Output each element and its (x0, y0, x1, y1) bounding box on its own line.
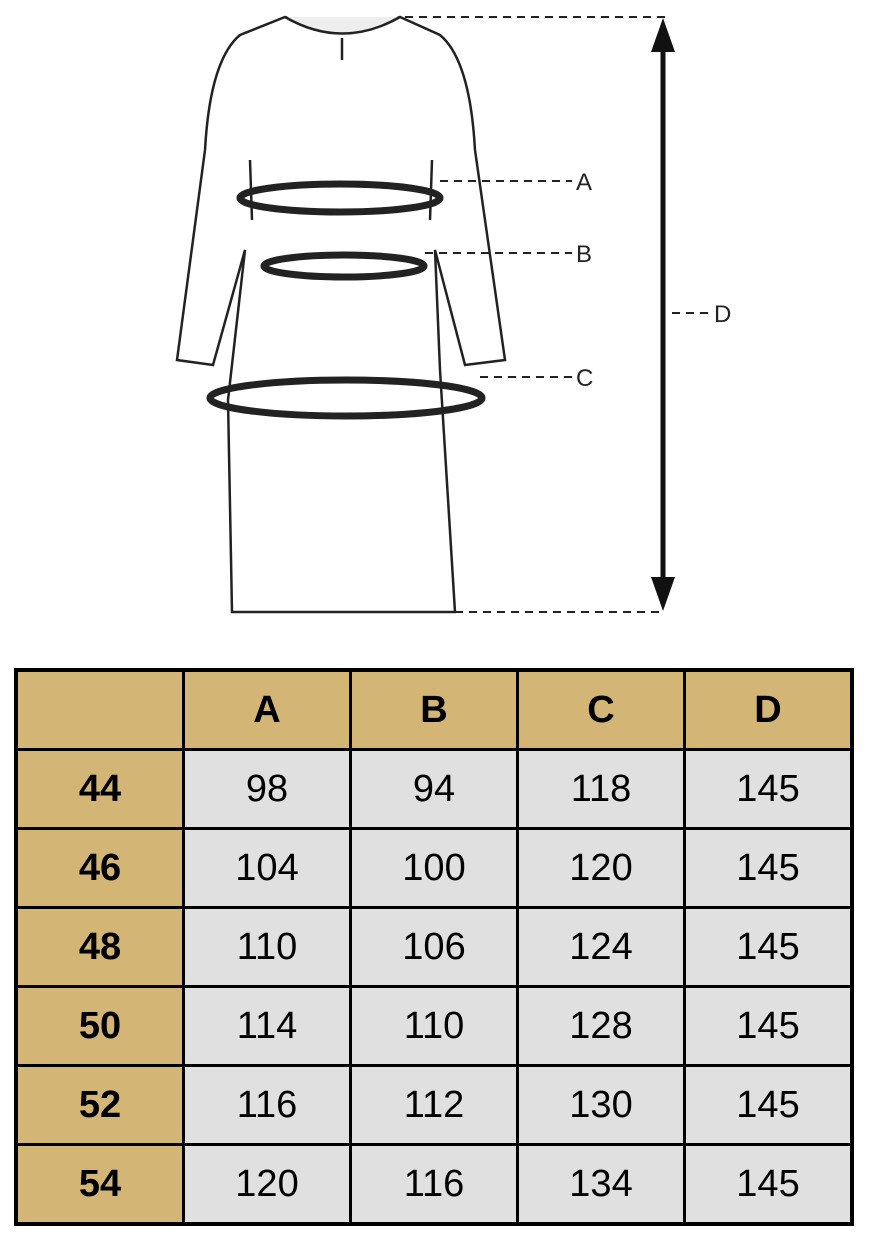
dress-measurement-sketch: A B C D (175, 15, 731, 614)
measurement-cell: 134 (516, 1143, 686, 1226)
measurement-cell: 120 (516, 827, 686, 909)
measurement-cell: 94 (349, 748, 519, 830)
measurement-cell: 110 (182, 906, 352, 988)
measurement-cell: 116 (349, 1143, 519, 1226)
size-cell: 54 (14, 1143, 185, 1226)
label-d: D (714, 301, 731, 328)
measurement-cell: 145 (683, 906, 854, 988)
length-arrow (651, 18, 675, 611)
size-cell: 52 (14, 1064, 185, 1146)
measurement-cell: 145 (683, 748, 854, 830)
measurement-cell: 145 (683, 985, 854, 1067)
measurement-cell: 100 (349, 827, 519, 909)
header-cell (14, 668, 185, 751)
measurement-cell: 124 (516, 906, 686, 988)
header-row: A B C D (14, 668, 854, 751)
header-cell-b: B (349, 668, 519, 751)
size-cell: 50 (14, 985, 185, 1067)
measurement-cell: 145 (683, 1143, 854, 1226)
measurement-cell: 145 (683, 827, 854, 909)
measurement-cell: 112 (349, 1064, 519, 1146)
measurement-cell: 98 (182, 748, 352, 830)
measurement-cell: 104 (182, 827, 352, 909)
measurement-cell: 145 (683, 1064, 854, 1146)
measurement-cell: 118 (516, 748, 686, 830)
measurement-cell: 120 (182, 1143, 352, 1226)
size-cell: 48 (14, 906, 185, 988)
measurement-cell: 128 (516, 985, 686, 1067)
header-cell-d: D (683, 668, 854, 751)
label-a: A (576, 169, 592, 196)
guide-lines (405, 16, 710, 613)
measurement-cell: 116 (182, 1064, 352, 1146)
label-c: C (576, 365, 593, 392)
measurement-cell: 114 (182, 985, 352, 1067)
label-b: B (576, 241, 592, 268)
header-cell-a: A (182, 668, 352, 751)
measurement-cell: 110 (349, 985, 519, 1067)
measurement-loops (206, 180, 486, 420)
size-cell: 46 (14, 827, 185, 909)
header-cell-c: C (516, 668, 686, 751)
dress-outline (175, 15, 507, 614)
measurement-cell: 130 (516, 1064, 686, 1146)
size-cell: 44 (14, 748, 185, 830)
measurement-cell: 106 (349, 906, 519, 988)
